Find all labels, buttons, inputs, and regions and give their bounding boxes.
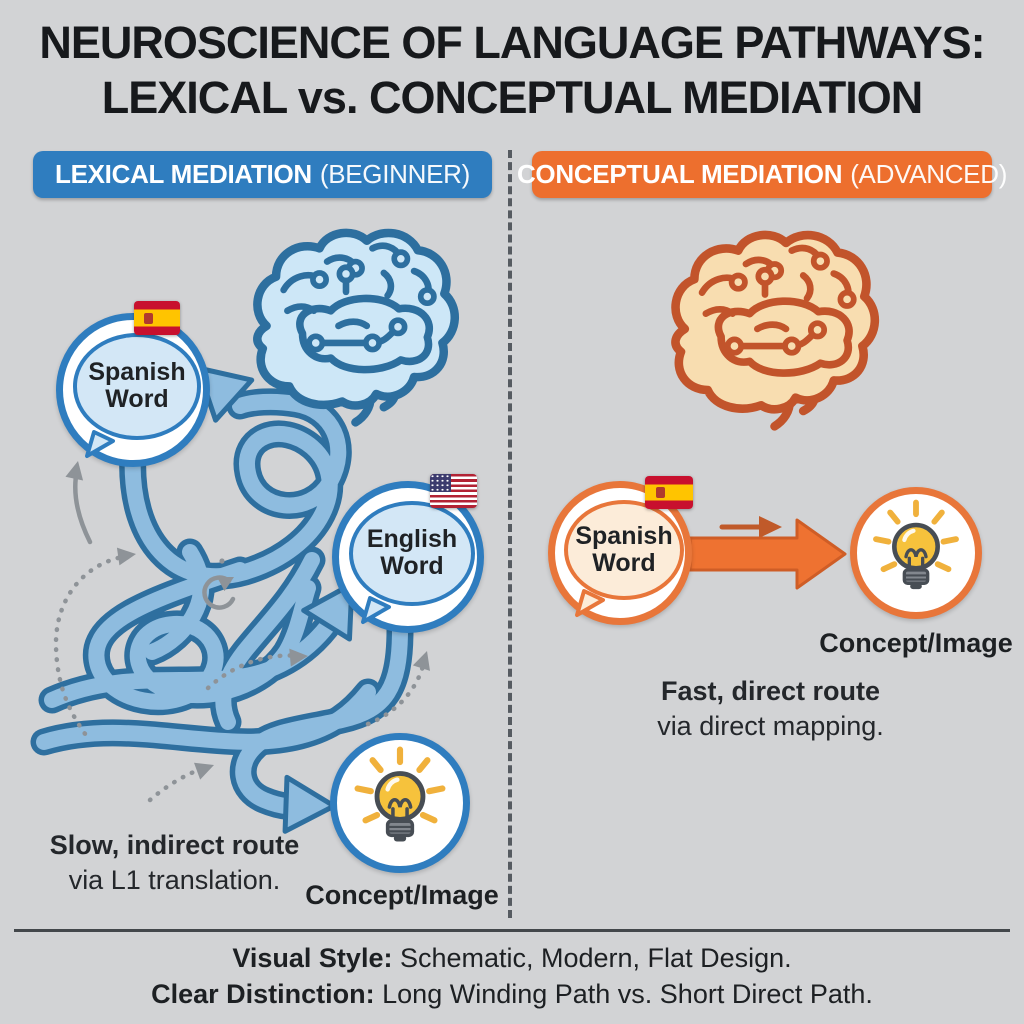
left-panel-header: LEXICAL MEDIATION (BEGINNER) <box>33 151 492 198</box>
right-spanish-word-node: Spanish Word <box>548 476 693 625</box>
dotted-arc-bottom <box>147 765 207 803</box>
dotted-arc-left <box>53 553 131 741</box>
direct-route-arrows <box>688 516 847 590</box>
lightbulb-icon <box>347 741 453 859</box>
left-spanish-word-node: Spanish Word <box>56 301 210 467</box>
right-concept-node <box>850 487 982 619</box>
right-caption: Fast, direct route via direct mapping. <box>598 674 943 744</box>
left-caption: Slow, indirect route via L1 translation. <box>22 828 327 898</box>
title-line-1: NEUROSCIENCE OF LANGUAGE PATHWAYS: <box>39 17 985 68</box>
right-caption-line1: Fast, direct route <box>660 676 881 706</box>
footer-divider <box>14 929 1010 932</box>
spain-flag-emblem <box>144 312 154 324</box>
right-panel-header: CONCEPTUAL MEDIATION (ADVANCED) <box>517 151 1007 198</box>
brain-icon-orange <box>650 222 880 432</box>
detour-annotation-arrows <box>53 461 430 803</box>
speech-bubble: Spanish Word <box>72 333 202 440</box>
page-title: NEUROSCIENCE OF LANGUAGE PATHWAYS: LEXIC… <box>0 16 1024 126</box>
english-word-node: English Word <box>332 474 484 633</box>
footer-line-1: Visual Style: Schematic, Modern, Flat De… <box>232 943 792 973</box>
footer-notes: Visual Style: Schematic, Modern, Flat De… <box>0 941 1024 1012</box>
node-label: English Word <box>366 525 458 581</box>
path-arrowheads <box>195 365 355 834</box>
left-concept-label: Concept/Image <box>305 880 499 910</box>
node-label: Spanish Word <box>88 358 186 414</box>
left-concept-node <box>330 733 470 873</box>
right-header-level: (ADVANCED) <box>850 159 1008 189</box>
winding-path <box>30 365 414 834</box>
panel-divider <box>508 150 512 918</box>
left-header-level: (BEGINNER) <box>319 159 470 189</box>
right-concept-label: Concept/Image <box>819 628 1013 658</box>
speech-bubble: English Word <box>348 500 476 607</box>
lightbulb-icon <box>866 494 966 606</box>
speech-bubble-tail <box>575 588 606 617</box>
us-flag-canton <box>430 474 452 493</box>
title-line-2: LEXICAL vs. CONCEPTUAL MEDIATION <box>101 71 924 123</box>
spain-flag-emblem <box>655 487 665 499</box>
left-header-title: LEXICAL MEDIATION <box>55 159 312 189</box>
left-caption-line1: Slow, indirect route <box>49 830 300 860</box>
dotted-arc-right <box>365 659 427 727</box>
speech-bubble-tail <box>85 430 116 459</box>
right-header-title: CONCEPTUAL MEDIATION <box>516 159 843 189</box>
gray-curved-arrow <box>72 467 93 545</box>
footer-line-2: Clear Distinction: Long Winding Path vs.… <box>151 978 873 1009</box>
brain-icon-blue <box>232 220 460 428</box>
speech-bubble-tail <box>360 596 391 625</box>
dotted-arc-middle <box>205 653 301 691</box>
spain-flag-icon <box>645 476 693 509</box>
us-flag-icon <box>430 474 477 508</box>
big-direct-arrow <box>688 518 847 590</box>
right-caption-line2: via direct mapping. <box>657 711 884 742</box>
node-label: Spanish Word <box>575 521 673 577</box>
speech-bubble: Spanish Word <box>563 499 685 600</box>
spain-flag-icon <box>134 301 180 335</box>
left-caption-line2: via L1 translation. <box>68 865 281 896</box>
